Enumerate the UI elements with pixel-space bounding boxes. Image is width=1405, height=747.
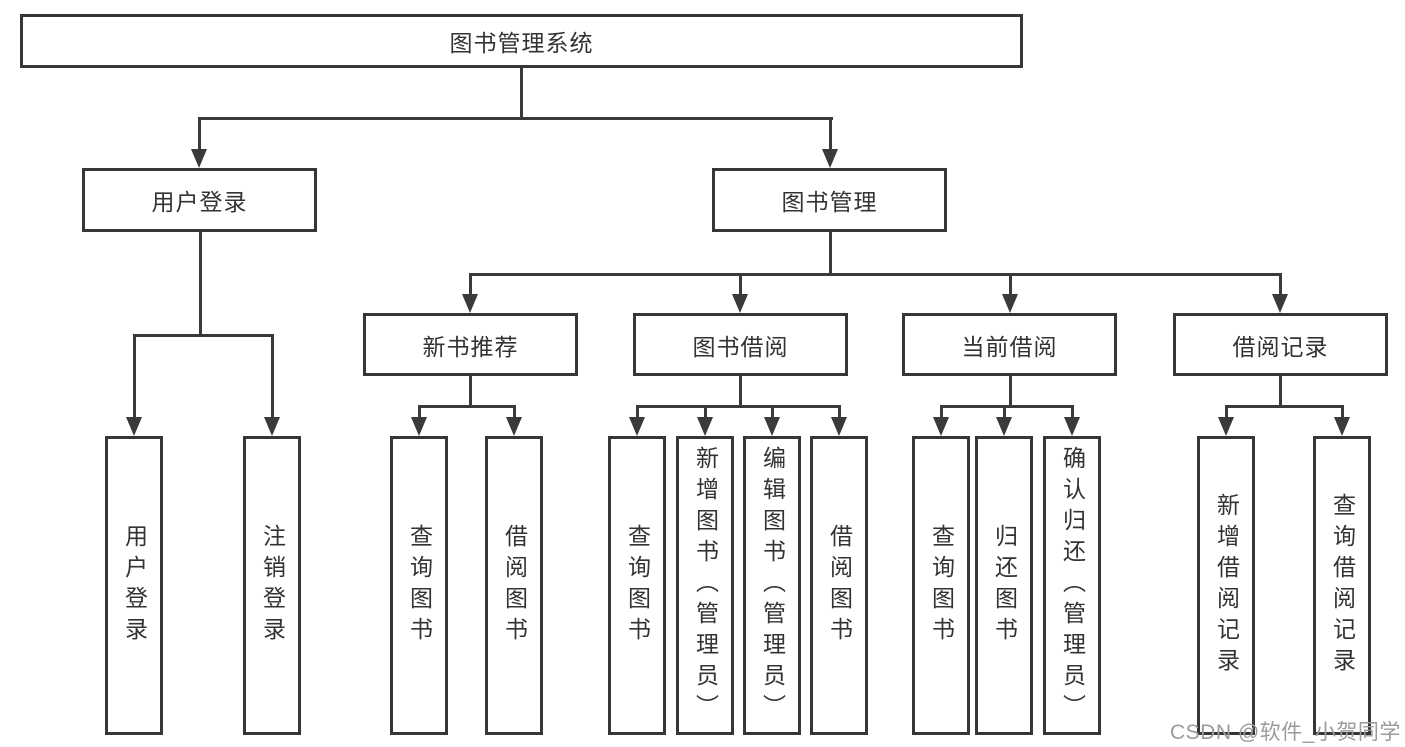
- leaf-user-login: 用户登录: [105, 436, 163, 735]
- connector-stem-borrowing-records: [1279, 273, 1282, 296]
- arrowhead-into-leaf-8: [831, 417, 847, 436]
- connector-stem-user-login: [198, 117, 201, 151]
- leaf-logout: 注销登录: [243, 436, 301, 735]
- node-label: 借阅图书: [501, 523, 528, 648]
- arrowhead-into-leaf-13: [1334, 417, 1350, 436]
- node-label: 确认归还（管理员）: [1059, 446, 1086, 725]
- leaf-query-books-recommend: 查询图书: [390, 436, 448, 735]
- node-borrowing-records: 借阅记录: [1173, 313, 1388, 376]
- leaf-borrow-books: 借阅图书: [810, 436, 868, 735]
- arrowhead-into-leaf-logout: [264, 417, 280, 436]
- node-label: 新书推荐: [422, 333, 519, 360]
- connector-book-borrowing-rail: [636, 405, 840, 408]
- connector-root-stub: [520, 68, 523, 117]
- node-label: 用户登录: [151, 189, 248, 215]
- connector-stem-leaf-13: [1341, 405, 1344, 418]
- leaf-query-books-borrowing: 查询图书: [608, 436, 666, 735]
- arrowhead-into-book-management: [822, 149, 838, 168]
- connector-stem-leaf-4: [513, 405, 516, 418]
- connector-stem-new-book: [469, 273, 472, 296]
- node-label: 图书借阅: [692, 333, 789, 360]
- arrowhead-into-book-borrowing: [732, 294, 748, 313]
- connector-stem-book-management: [829, 117, 832, 151]
- node-label: 归还图书: [991, 523, 1018, 648]
- connector-stem-leaf-5: [636, 405, 639, 418]
- leaf-add-books-admin: 新增图书（管理员）: [676, 436, 734, 735]
- connector-borrowing-records-rail: [1225, 405, 1343, 408]
- node-new-book-recommendation: 新书推荐: [363, 313, 578, 376]
- arrowhead-into-leaf-7: [764, 417, 780, 436]
- connector-borrowing-records-stub: [1279, 376, 1282, 405]
- node-label: 新增图书（管理员）: [692, 446, 719, 725]
- node-label: 查询图书: [928, 523, 955, 648]
- node-label: 注销登录: [259, 523, 286, 648]
- node-label: 查询图书: [406, 523, 433, 648]
- arrowhead-into-leaf-9: [933, 417, 949, 436]
- arrowhead-into-leaf-11: [1064, 417, 1080, 436]
- connector-stem-leaf-6: [704, 405, 707, 418]
- connector-user-login-stub: [199, 232, 202, 334]
- connector-stem-book-borrowing: [739, 273, 742, 296]
- leaf-borrow-books-recommend: 借阅图书: [485, 436, 543, 735]
- node-book-management: 图书管理: [712, 168, 947, 232]
- leaf-edit-books-admin: 编辑图书（管理员）: [743, 436, 801, 735]
- arrowhead-into-leaf-4: [506, 417, 522, 436]
- arrowhead-into-leaf-3: [411, 417, 427, 436]
- arrowhead-into-borrowing-records: [1272, 294, 1288, 313]
- connector-stem-leaf-3: [418, 405, 421, 418]
- arrowhead-into-leaf-6: [697, 417, 713, 436]
- node-user-login-branch: 用户登录: [82, 168, 317, 232]
- connector-stem-leaf-8: [838, 405, 841, 418]
- node-label: 借阅图书: [826, 523, 853, 648]
- connector-root-rail: [198, 117, 833, 120]
- leaf-confirm-return-admin: 确认归还（管理员）: [1043, 436, 1101, 735]
- node-label: 新增借阅记录: [1213, 492, 1240, 679]
- connector-stem-leaf-7: [771, 405, 774, 418]
- node-label: 当前借阅: [961, 333, 1058, 360]
- leaf-query-books-current: 查询图书: [912, 436, 970, 735]
- node-label: 图书管理: [781, 189, 878, 215]
- node-book-borrowing: 图书借阅: [633, 313, 848, 376]
- node-label: 编辑图书（管理员）: [759, 446, 786, 725]
- connector-stem-leaf-10: [1003, 405, 1006, 418]
- connector-current-borrowing-rail: [940, 405, 1073, 408]
- arrowhead-into-leaf-5: [629, 417, 645, 436]
- connector-new-book-stub: [469, 376, 472, 405]
- connector-new-book-rail: [418, 405, 516, 408]
- connector-stem-leaf-9: [940, 405, 943, 418]
- arrowhead-into-new-book: [462, 294, 478, 313]
- arrowhead-into-current-borrowing: [1002, 294, 1018, 313]
- connector-stem-current-borrowing: [1009, 273, 1012, 296]
- arrowhead-into-user-login: [191, 149, 207, 168]
- connector-stem-leaf-logout: [271, 334, 274, 418]
- leaf-query-borrow-record: 查询借阅记录: [1313, 436, 1371, 735]
- arrowhead-into-leaf-user-login: [126, 417, 142, 436]
- connector-stem-leaf-user-login: [133, 334, 136, 418]
- connector-stem-leaf-11: [1071, 405, 1074, 418]
- node-label: 图书管理系统: [449, 30, 594, 56]
- node-label: 查询借阅记录: [1329, 492, 1356, 679]
- arrowhead-into-leaf-12: [1218, 417, 1234, 436]
- leaf-return-books: 归还图书: [975, 436, 1033, 735]
- node-label: 用户登录: [121, 523, 148, 648]
- connector-user-login-rail: [133, 334, 274, 337]
- node-label: 借阅记录: [1232, 333, 1329, 360]
- connector-current-borrowing-stub: [1009, 376, 1012, 405]
- node-current-borrowing: 当前借阅: [902, 313, 1117, 376]
- connector-book-management-rail: [469, 273, 1282, 276]
- connector-book-management-stub: [829, 232, 832, 273]
- csdn-watermark: CSDN @软件_小贺同学: [1170, 721, 1401, 744]
- connector-stem-leaf-12: [1225, 405, 1228, 418]
- connector-book-borrowing-stub: [739, 376, 742, 405]
- leaf-add-borrow-record: 新增借阅记录: [1197, 436, 1255, 735]
- node-library-management-system: 图书管理系统: [20, 14, 1023, 68]
- node-label: 查询图书: [624, 523, 651, 648]
- arrowhead-into-leaf-10: [996, 417, 1012, 436]
